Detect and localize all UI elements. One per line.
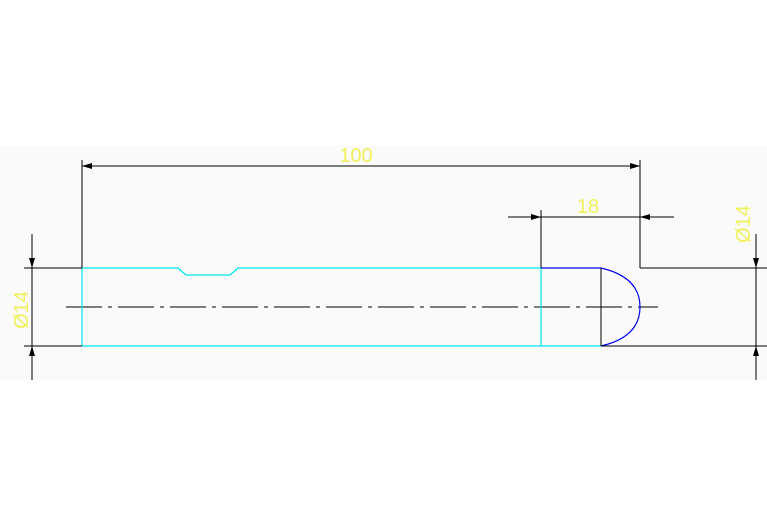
dimension-overall-length: 100 [82,145,640,169]
dome-end [541,267,641,347]
dimension-left-diameter-text: Ø14 [11,291,33,329]
pin-body [81,267,601,347]
dimension-dome-length-text: 18 [577,196,599,218]
dimension-right-diameter: Ø14 [733,205,759,380]
dimension-dome-length: 18 [508,196,674,220]
extension-lines [24,160,767,347]
drawing-area [0,146,767,380]
dimension-overall-length-text: 100 [339,145,372,167]
dimension-right-diameter-text: Ø14 [733,205,755,243]
dimension-left-diameter: Ø14 [11,234,35,380]
